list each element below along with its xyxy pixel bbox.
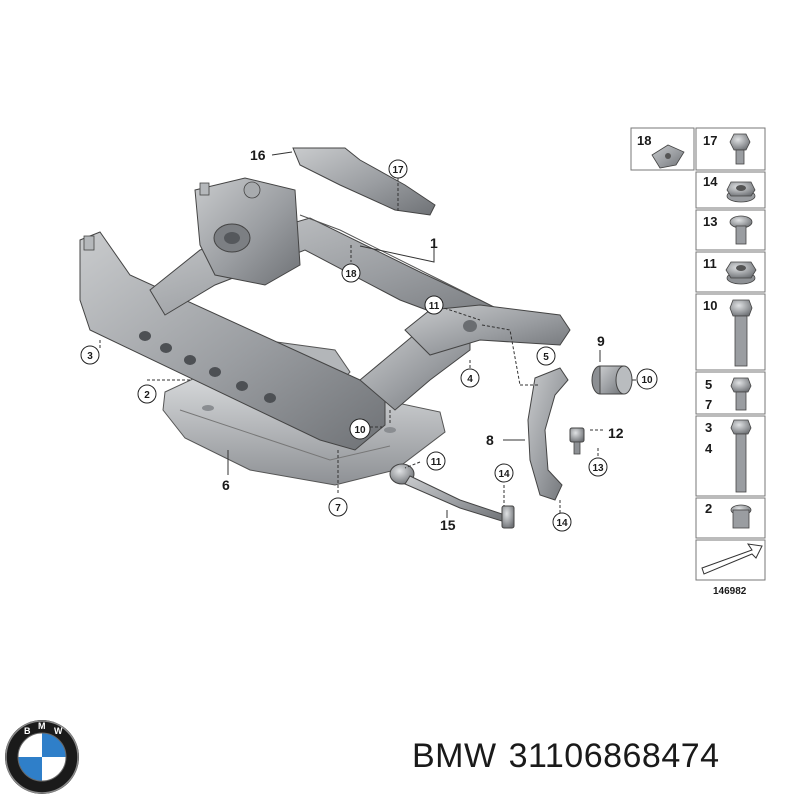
circled-callouts: 17 18 11 5 10 3 2 4 (80, 159, 658, 532)
solid-leader-lines (227, 151, 636, 518)
callout-17-circle: 17 (388, 159, 408, 179)
callout-10b: 10 (354, 425, 366, 436)
wishbone (527, 367, 569, 501)
torx-bolt-icon (729, 215, 753, 245)
bmw-logo: B M W (5, 720, 79, 794)
callout-13: 13 (592, 463, 604, 474)
callout-3: 3 (87, 351, 93, 362)
callout-5-circle: 5 (536, 346, 556, 366)
callout-14b: 14 (556, 518, 568, 529)
direction-arrow-icon (701, 543, 763, 575)
callout-11b: 11 (431, 457, 442, 468)
callout-6: 6 (222, 477, 230, 493)
callout-9: 9 (597, 333, 605, 349)
callout-13-circle: 13 (588, 457, 608, 477)
right-arm-bracket (404, 304, 571, 356)
medium-bolt-icon (730, 377, 752, 411)
extra-long-bolt-icon (730, 419, 752, 493)
callout-14a: 14 (498, 469, 510, 480)
part-caption: BMW 31106868474 (412, 737, 732, 776)
callout-11a-circle: 11 (424, 295, 444, 315)
brand-name: BMW (412, 737, 497, 775)
clip-nut-icon (651, 144, 685, 169)
long-bolt-icon (729, 299, 753, 367)
callout-8: 8 (486, 432, 494, 448)
engine-mount-bracket (194, 177, 301, 286)
callout-7-circle: 7 (328, 497, 348, 517)
legend-label-3: 3 (705, 420, 712, 435)
callout-18-circle: 18 (341, 263, 361, 283)
callout-14a-circle: 14 (494, 463, 514, 483)
figure-number: 146982 (713, 586, 747, 597)
legend-label-5: 5 (705, 377, 712, 392)
callout-2: 2 (144, 390, 150, 401)
legend-label-14: 14 (703, 174, 718, 189)
heat-shield (292, 147, 436, 216)
ball-joint (569, 427, 585, 455)
legend-label-11: 11 (703, 256, 717, 271)
callout-17: 17 (392, 165, 404, 176)
svg-text:M: M (38, 721, 46, 731)
sleeve-nut-icon (730, 504, 752, 529)
hardware-legend: 18 17 14 13 11 10 5 7 3 4 2 (630, 127, 766, 597)
legend-label-13: 13 (703, 214, 717, 229)
callout-15: 15 (440, 517, 456, 533)
callout-10a: 10 (641, 375, 653, 386)
tension-strut (389, 463, 515, 529)
rubber-mount (591, 365, 633, 395)
part-number: 31106868474 (508, 737, 720, 775)
legend-label-17: 17 (703, 133, 717, 148)
callout-1: 1 (430, 235, 438, 251)
hex-bolt-short-icon (729, 133, 751, 165)
flange-nut-icon (726, 181, 756, 203)
legend-label-18: 18 (637, 133, 651, 148)
legend-label-7: 7 (705, 397, 712, 412)
callout-5: 5 (543, 352, 549, 363)
svg-text:W: W (54, 726, 63, 736)
callout-10b-circle: 10 (349, 418, 371, 440)
legend-label-4: 4 (705, 441, 713, 456)
svg-text:B: B (24, 726, 31, 736)
legend-label-2: 2 (705, 501, 712, 516)
callout-11a: 11 (429, 301, 440, 312)
callout-4: 4 (467, 374, 473, 385)
callout-2-circle: 2 (137, 384, 157, 404)
axle-carrier-main-beam (79, 231, 386, 451)
callout-16: 16 (250, 147, 266, 163)
callout-10a-circle: 10 (636, 368, 658, 390)
callout-14b-circle: 14 (552, 512, 572, 532)
callout-4-circle: 4 (460, 368, 480, 388)
callout-7: 7 (335, 503, 341, 514)
legend-label-10: 10 (703, 298, 717, 313)
callout-11b-circle: 11 (426, 451, 446, 471)
callout-3-circle: 3 (80, 345, 100, 365)
callout-18: 18 (345, 269, 357, 280)
hex-nut-icon (725, 261, 757, 285)
callout-12: 12 (608, 425, 624, 441)
